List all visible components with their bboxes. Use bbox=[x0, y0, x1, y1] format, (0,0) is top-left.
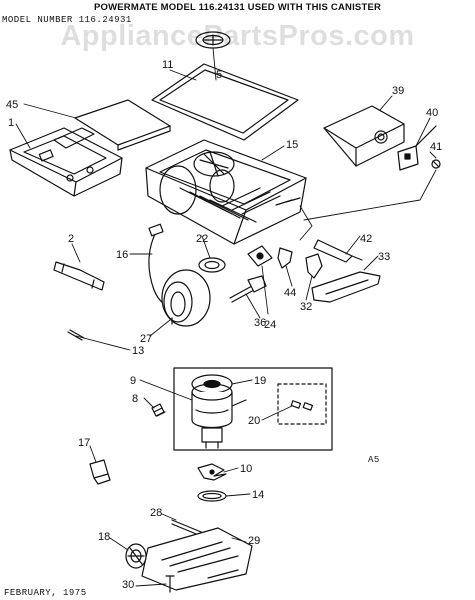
callout-36: 36 bbox=[254, 317, 266, 329]
callout-39: 39 bbox=[392, 85, 404, 97]
callout-14: 14 bbox=[252, 489, 264, 501]
callout-15: 15 bbox=[286, 139, 298, 151]
callout-19: 19 bbox=[254, 375, 266, 387]
drawing-code: A5 bbox=[368, 455, 380, 465]
callout-10: 10 bbox=[240, 463, 252, 475]
part-22-seal-ring[interactable] bbox=[198, 257, 226, 273]
part-29-base-plate[interactable] bbox=[141, 527, 253, 591]
callout-8: 8 bbox=[132, 393, 138, 405]
motor-assembly-box bbox=[173, 367, 333, 451]
callout-42: 42 bbox=[360, 233, 372, 245]
part-5-filter-disc[interactable] bbox=[195, 31, 231, 49]
part-36-terminal[interactable] bbox=[229, 275, 267, 303]
callout-32: 32 bbox=[300, 301, 312, 313]
callout-5: 5 bbox=[216, 69, 222, 81]
callout-30: 30 bbox=[122, 579, 134, 591]
part-39-filter-holder[interactable] bbox=[323, 105, 405, 167]
part-1-upper-housing[interactable] bbox=[9, 127, 123, 197]
callout-2: 2 bbox=[68, 233, 74, 245]
callout-13: 13 bbox=[132, 345, 144, 357]
callout-16: 16 bbox=[116, 249, 128, 261]
part-27-reel[interactable] bbox=[161, 269, 211, 327]
callout-labels: 5 11 45 1 39 40 15 41 2 16 22 42 33 44 3… bbox=[6, 59, 442, 591]
part-13-pin[interactable] bbox=[67, 329, 85, 341]
part-45-cover[interactable] bbox=[74, 99, 171, 151]
part-44-clip[interactable] bbox=[277, 247, 293, 269]
callout-1: 1 bbox=[8, 117, 14, 129]
part-10-impeller[interactable] bbox=[197, 463, 227, 481]
leader-lines bbox=[15, 47, 437, 587]
watermark: AppliancePartsPros.com bbox=[60, 20, 415, 52]
date-footer: FEBRUARY, 1975 bbox=[4, 588, 87, 598]
callout-9: 9 bbox=[130, 375, 136, 387]
part-2-bracket[interactable] bbox=[53, 261, 105, 291]
callout-11: 11 bbox=[162, 59, 173, 71]
callout-28: 28 bbox=[150, 507, 162, 519]
callout-40: 40 bbox=[426, 107, 438, 119]
callout-29: 29 bbox=[248, 535, 260, 547]
callout-44: 44 bbox=[284, 287, 296, 299]
part-40-latch[interactable] bbox=[397, 125, 437, 171]
callout-27: 27 bbox=[140, 333, 152, 345]
callout-22: 22 bbox=[196, 233, 208, 245]
diagram-title: POWERMATE MODEL 116.24131 USED WITH THIS… bbox=[93, 2, 382, 13]
part-8-spring[interactable] bbox=[151, 403, 166, 417]
callout-24: 24 bbox=[264, 319, 276, 331]
callout-33: 33 bbox=[378, 251, 390, 263]
part-17-block[interactable] bbox=[89, 459, 111, 485]
part-24-switch[interactable] bbox=[247, 245, 273, 267]
part-32-clip[interactable] bbox=[305, 253, 323, 279]
callout-45: 45 bbox=[6, 99, 18, 111]
callout-18: 18 bbox=[98, 531, 110, 543]
callout-17: 17 bbox=[78, 437, 90, 449]
model-number-line: MODEL NUMBER 116.24931 bbox=[2, 15, 132, 25]
part-20-brush-set[interactable] bbox=[290, 400, 314, 411]
callout-20: 20 bbox=[248, 415, 260, 427]
part-42-latch-handle[interactable] bbox=[313, 239, 363, 263]
part-9-motor[interactable] bbox=[191, 383, 247, 449]
part-18-wheel[interactable] bbox=[125, 543, 147, 569]
callout-41: 41 bbox=[430, 141, 442, 153]
part-33-handle[interactable] bbox=[311, 271, 381, 303]
part-30-screw[interactable] bbox=[165, 575, 175, 593]
part-15-canister-body[interactable] bbox=[145, 139, 307, 245]
part-41-screw[interactable] bbox=[431, 159, 441, 169]
part-14-gasket[interactable] bbox=[197, 490, 227, 502]
part-11-gasket[interactable] bbox=[151, 63, 299, 141]
